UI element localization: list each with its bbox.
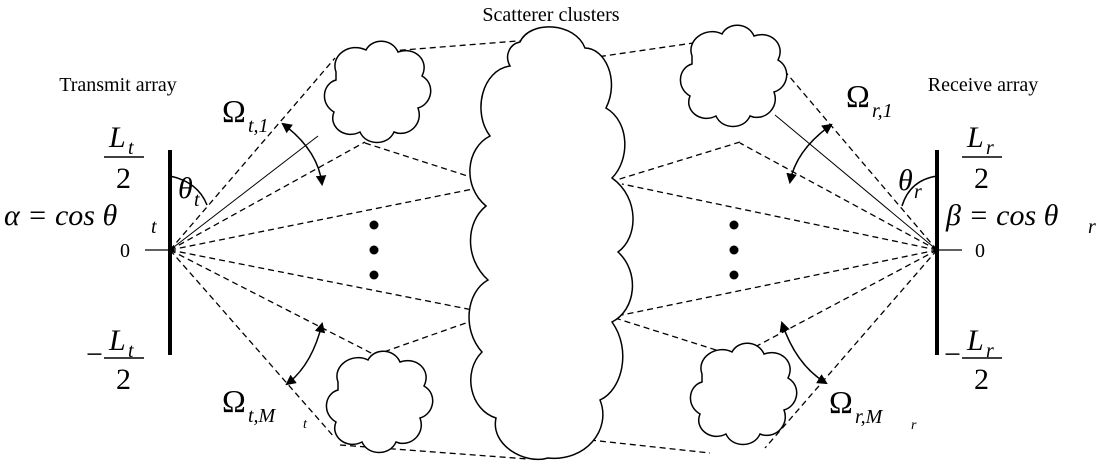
rx-omega1-label: Ω	[846, 78, 870, 114]
tx-top-denominator: 2	[116, 162, 131, 195]
tx-theta-label: θ	[178, 172, 193, 205]
rx-top-numerator: L	[966, 121, 984, 154]
right-ellipsis-dots	[729, 220, 739, 280]
tx-omega1-label: Ω	[222, 93, 246, 129]
rx-top-denominator: 2	[974, 162, 989, 195]
tx-bottom-fraction: − L t 2	[86, 324, 144, 396]
central-scatterer-cloud	[468, 26, 634, 461]
alpha-subscript: t	[151, 216, 157, 238]
receive-array	[901, 150, 962, 355]
tx-omegaM-subsubscript: t	[303, 417, 308, 432]
cluster-connections	[169, 39, 938, 460]
rx-theta-arc	[901, 175, 938, 207]
tx-omegaM-arrow	[285, 321, 326, 386]
tx-top-fraction: L t 2	[104, 121, 144, 195]
diagram-title: Scatterer clusters	[482, 4, 619, 26]
rx-theta-label: θ	[898, 164, 913, 197]
rx-omegaM-arrow	[779, 321, 828, 385]
tx-omegaM-subscript: t,M	[248, 405, 277, 427]
alpha-equation: α = cos θ	[4, 199, 117, 232]
beta-subscript: r	[1088, 216, 1096, 238]
tx-omega1-arrow	[281, 122, 327, 187]
rx-bottom-denominator: 2	[974, 363, 989, 396]
cluster-upper-left	[323, 40, 432, 144]
rx-zero-label: 0	[975, 240, 985, 262]
rx-bottom-minus: −	[944, 338, 961, 371]
tx-theta-subscript: t	[194, 189, 200, 211]
tx-theta-arc	[169, 175, 208, 206]
rx-omegaM-label: Ω	[829, 384, 853, 420]
beta-equation: β = cos θ	[945, 199, 1059, 232]
tx-omega1-subscript: t,1	[248, 115, 269, 137]
transmit-array-label: Transmit array	[59, 74, 177, 96]
rx-omegaM-subsubscript: r	[911, 418, 917, 433]
cluster-upper-right	[679, 24, 788, 128]
rx-bottom-subscript: r	[986, 340, 994, 362]
transmit-array	[145, 150, 208, 355]
rx-omega1-arrow	[786, 123, 833, 185]
cluster-lower-right	[689, 342, 798, 446]
rx-omega1-subscript: r,1	[872, 100, 893, 122]
tx-omegaM-label: Ω	[222, 383, 246, 419]
rx-top-fraction: L r 2	[962, 121, 1002, 195]
left-ellipsis-dots	[369, 220, 379, 280]
rx-omegaM-subscript: r,M	[855, 406, 884, 428]
rx-theta-subscript: r	[914, 181, 922, 203]
tx-bottom-denominator: 2	[116, 363, 131, 396]
tx-top-numerator: L	[108, 121, 126, 154]
rx-bottom-numerator: L	[966, 324, 984, 357]
rx-top-subscript: r	[986, 137, 994, 159]
rx-bottom-fraction: − L r 2	[944, 324, 1002, 396]
tx-bottom-subscript: t	[128, 340, 134, 362]
tx-bottom-minus: −	[86, 338, 103, 371]
cluster-lower-left	[325, 350, 434, 454]
receive-array-label: Receive array	[928, 74, 1038, 96]
tx-zero-label: 0	[120, 240, 130, 262]
tx-bottom-numerator: L	[108, 324, 126, 357]
tx-top-subscript: t	[128, 137, 134, 159]
